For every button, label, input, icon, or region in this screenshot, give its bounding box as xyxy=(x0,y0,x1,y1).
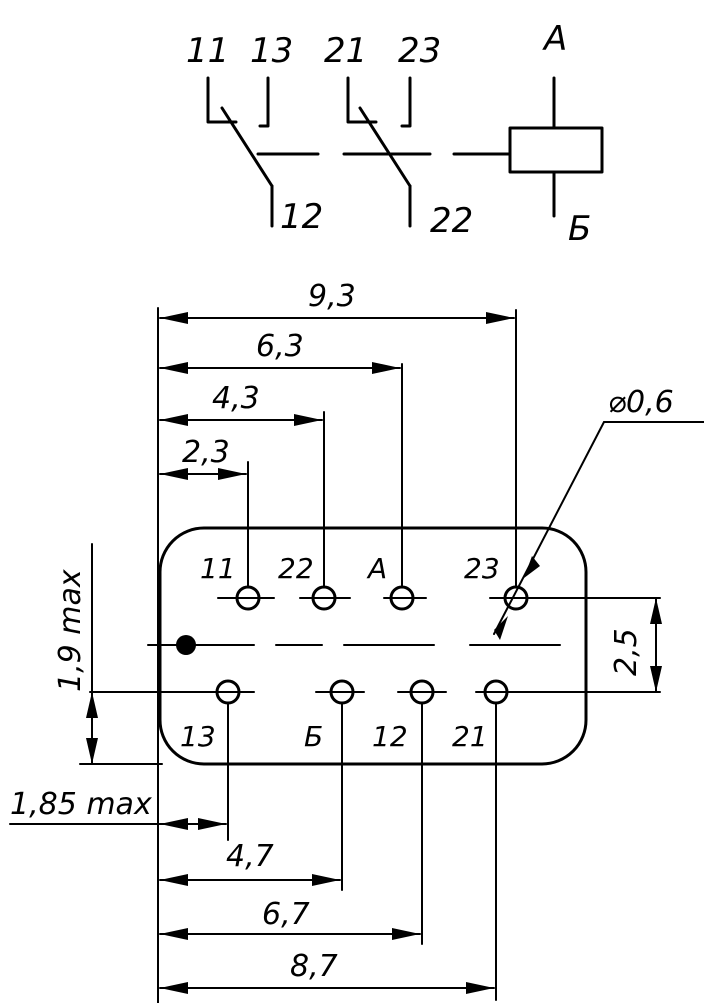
coil-label-b: Б xyxy=(568,209,591,249)
dim-label-9-3: 9,3 xyxy=(308,279,356,314)
arrow-head xyxy=(160,982,188,994)
pin-label-12: 12 xyxy=(372,720,408,753)
dim-4-7: 4,7 xyxy=(226,839,274,874)
dim-6-3: 6,3 xyxy=(159,329,401,374)
bottom-pin-row: 13 Б 12 21 xyxy=(89,679,661,753)
pin-label-a: А xyxy=(366,552,387,585)
arrow-head xyxy=(312,874,340,886)
arrow-head xyxy=(86,692,98,718)
top-pin-row: 11 22 А 23 xyxy=(200,552,661,611)
pin-label-11: 11 xyxy=(200,552,236,585)
contact-21-line xyxy=(346,76,378,124)
dim-label-2-3: 2,3 xyxy=(182,435,230,470)
arrow-head xyxy=(160,414,188,426)
layout-view: 11 22 А 23 13 Б 12 21 xyxy=(9,279,704,1003)
dim-8-7: 8,7 xyxy=(159,949,495,994)
dim-label-4-7: 4,7 xyxy=(226,839,274,874)
label-21: 21 xyxy=(324,31,367,71)
arrow-head xyxy=(160,928,188,940)
pin-label-23: 23 xyxy=(464,552,500,585)
pin-label-b: Б xyxy=(304,720,323,753)
contact-lever-2 xyxy=(358,106,412,188)
arrow-head xyxy=(218,468,246,480)
pin-label-21: 21 xyxy=(452,720,488,753)
leader-line xyxy=(493,421,605,635)
dim-label-2-5: 2,5 xyxy=(609,628,644,676)
coil-body xyxy=(508,126,604,174)
arrow-head xyxy=(160,874,188,886)
schematic: 11 13 12 21 23 22 А Б xyxy=(186,19,604,249)
dim-6-7-line xyxy=(159,928,421,940)
contact-23-line xyxy=(400,76,412,128)
dim-2-5: 2,5 xyxy=(609,597,662,693)
dim-label-6-7: 6,7 xyxy=(262,897,310,932)
dim-label-1-85-max: 1,85 max xyxy=(10,787,152,822)
arrow-head xyxy=(160,818,188,830)
arrow-head xyxy=(524,556,540,578)
arrow-head xyxy=(294,414,322,426)
pin-label-22: 22 xyxy=(278,552,314,585)
pin-label-13: 13 xyxy=(180,720,216,753)
dim-1-85-max: 1,85 max xyxy=(9,787,227,830)
dim-label-8-7: 8,7 xyxy=(290,949,338,984)
arrow-head xyxy=(392,928,420,940)
contact-13-line xyxy=(258,76,270,128)
arrow-head xyxy=(160,468,188,480)
dim-label-4-3: 4,3 xyxy=(212,381,260,416)
arrow-head xyxy=(650,598,662,624)
dim-4-3: 4,3 xyxy=(159,381,323,426)
arrow-head xyxy=(466,982,494,994)
dim-label-6-3: 6,3 xyxy=(256,329,304,364)
label-12: 12 xyxy=(280,197,323,237)
dim-9-3: 9,3 xyxy=(159,279,515,324)
arrow-head xyxy=(160,362,188,374)
dim-6-7: 6,7 xyxy=(159,874,341,932)
label-13: 13 xyxy=(250,31,293,71)
label-23: 23 xyxy=(398,31,441,71)
dim-label-1-9-max: 1,9 max xyxy=(53,569,88,692)
arrow-head xyxy=(494,616,508,640)
diameter-label: ⌀0,6 xyxy=(608,385,674,420)
coil-label-a: А xyxy=(542,19,567,59)
arrow-head xyxy=(486,312,514,324)
label-22: 22 xyxy=(430,201,473,241)
dim-1-9-max: 1,9 max xyxy=(53,543,163,765)
contact-lever-1 xyxy=(220,106,274,188)
label-11: 11 xyxy=(186,31,229,71)
arrow-head xyxy=(198,818,226,830)
arrow-head xyxy=(650,666,662,692)
dim-2-3: 2,3 xyxy=(159,435,247,480)
arrow-head xyxy=(372,362,400,374)
contact-11-line xyxy=(206,76,238,124)
arrow-head xyxy=(160,312,188,324)
diameter-callout: ⌀0,6 xyxy=(493,385,704,640)
arrow-head xyxy=(86,738,98,764)
